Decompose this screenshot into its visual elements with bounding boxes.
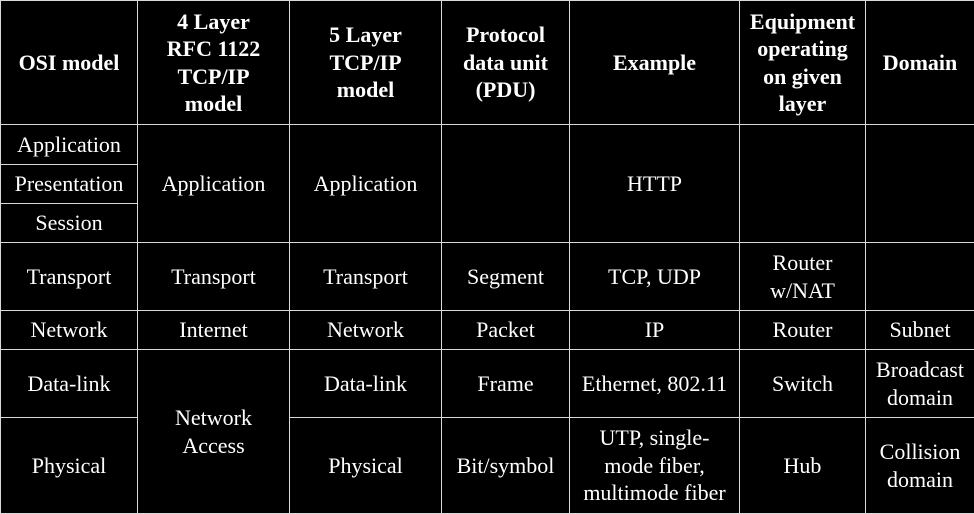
domain-network-cell: Subnet [866,311,974,350]
pdu-transport-cell: Segment [442,243,570,311]
rfc1122-network-access-cell: Network Access [138,350,290,514]
equipment-transport-text: Router w/NAT [770,250,835,303]
rfc1122-transport-cell: Transport [138,243,290,311]
table-row: Application Application Application HTTP [1,125,974,165]
five-layer-network-cell: Network [290,311,442,350]
osi-physical-cell: Physical [1,418,138,514]
example-physical-text: UTP, single- mode fiber, multimode fiber [583,425,725,505]
osi-datalink-cell: Data-link [1,350,138,418]
example-network-cell: IP [570,311,740,350]
rfc1122-network-access-text: Network Access [175,405,252,458]
rfc1122-application-cell: Application [138,125,290,243]
header-equipment: Equipment operating on given layer [740,1,866,125]
equipment-transport-cell: Router w/NAT [740,243,866,311]
five-layer-transport-cell: Transport [290,243,442,311]
example-transport-cell: TCP, UDP [570,243,740,311]
table-row: Transport Transport Transport Segment TC… [1,243,974,311]
header-domain: Domain [866,1,974,125]
osi-application-cell: Application [1,125,138,165]
header-five-layer-model: 5 Layer TCP/IP model [290,1,442,125]
osi-transport-cell: Transport [1,243,138,311]
header-osi-model: OSI model [1,1,138,125]
osi-session-cell: Session [1,204,138,243]
example-physical-cell: UTP, single- mode fiber, multimode fiber [570,418,740,514]
header-rfc1122-model: 4 Layer RFC 1122 TCP/IP model [138,1,290,125]
header-pdu-text: Protocol data unit (PDU) [463,22,548,102]
five-layer-datalink-cell: Data-link [290,350,442,418]
domain-physical-text: Collision domain [880,439,961,492]
equipment-datalink-cell: Switch [740,350,866,418]
table-row: Network Internet Network Packet IP Route… [1,311,974,350]
osi-network-cell: Network [1,311,138,350]
equipment-application-cell [740,125,866,243]
header-rfc1122-text: 4 Layer RFC 1122 TCP/IP model [167,9,261,117]
header-example: Example [570,1,740,125]
equipment-physical-cell: Hub [740,418,866,514]
five-layer-application-cell: Application [290,125,442,243]
five-layer-physical-cell: Physical [290,418,442,514]
table-row: Data-link Network Access Data-link Frame… [1,350,974,418]
pdu-network-cell: Packet [442,311,570,350]
example-datalink-cell: Ethernet, 802.11 [570,350,740,418]
domain-datalink-text: Broadcast domain [876,357,964,410]
domain-datalink-cell: Broadcast domain [866,350,974,418]
equipment-network-cell: Router [740,311,866,350]
domain-physical-cell: Collision domain [866,418,974,514]
header-equipment-text: Equipment operating on given layer [750,9,855,117]
header-five-layer-text: 5 Layer TCP/IP model [329,22,402,102]
pdu-physical-cell: Bit/symbol [442,418,570,514]
domain-transport-cell [866,243,974,311]
header-pdu: Protocol data unit (PDU) [442,1,570,125]
header-row: OSI model 4 Layer RFC 1122 TCP/IP model … [1,1,974,125]
osi-presentation-cell: Presentation [1,165,138,204]
rfc1122-network-cell: Internet [138,311,290,350]
pdu-datalink-cell: Frame [442,350,570,418]
pdu-application-cell [442,125,570,243]
domain-application-cell [866,125,974,243]
example-application-cell: HTTP [570,125,740,243]
